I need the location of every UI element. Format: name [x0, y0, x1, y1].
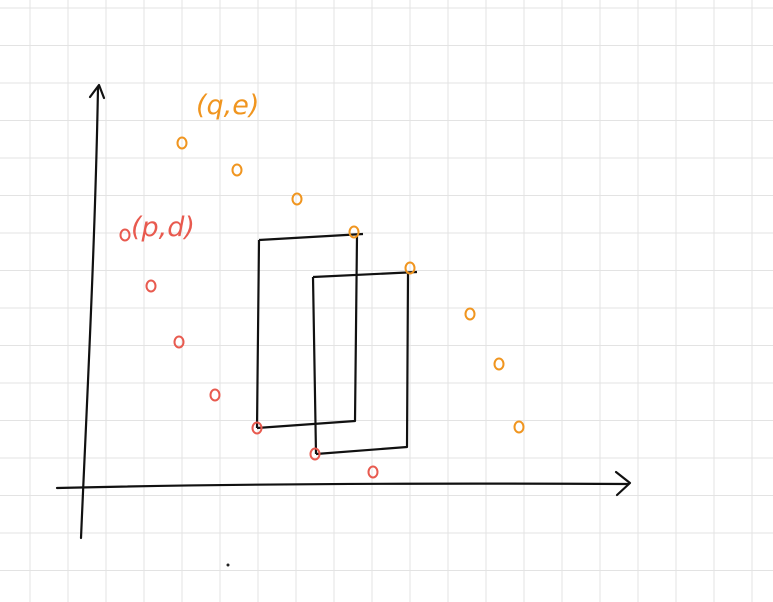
data-point — [493, 357, 505, 371]
rectangle-left — [255, 232, 364, 430]
rectangles — [255, 232, 418, 456]
data-point — [291, 192, 303, 206]
upper-series-points — [176, 136, 525, 434]
data-point — [173, 335, 185, 349]
stray-dot — [226, 563, 230, 567]
x-axis-arrowhead — [614, 470, 632, 497]
data-point — [404, 261, 416, 275]
data-point — [209, 388, 221, 402]
x-axis — [55, 482, 630, 490]
axes — [55, 83, 632, 540]
y-axis-arrowhead — [88, 83, 106, 100]
lower-series-label: (p,d) — [131, 212, 195, 243]
data-point — [367, 465, 379, 479]
rectangle-right — [311, 270, 418, 456]
data-point — [119, 228, 131, 242]
lower-series-points — [119, 228, 379, 479]
data-point — [145, 279, 157, 293]
y-axis — [79, 86, 100, 540]
data-point — [231, 163, 243, 177]
data-point — [513, 420, 525, 434]
data-point — [309, 447, 321, 461]
data-point — [464, 307, 476, 321]
upper-series-label: (q,e) — [196, 90, 259, 121]
data-point — [348, 225, 360, 239]
data-point — [251, 421, 263, 435]
data-point — [176, 136, 188, 150]
